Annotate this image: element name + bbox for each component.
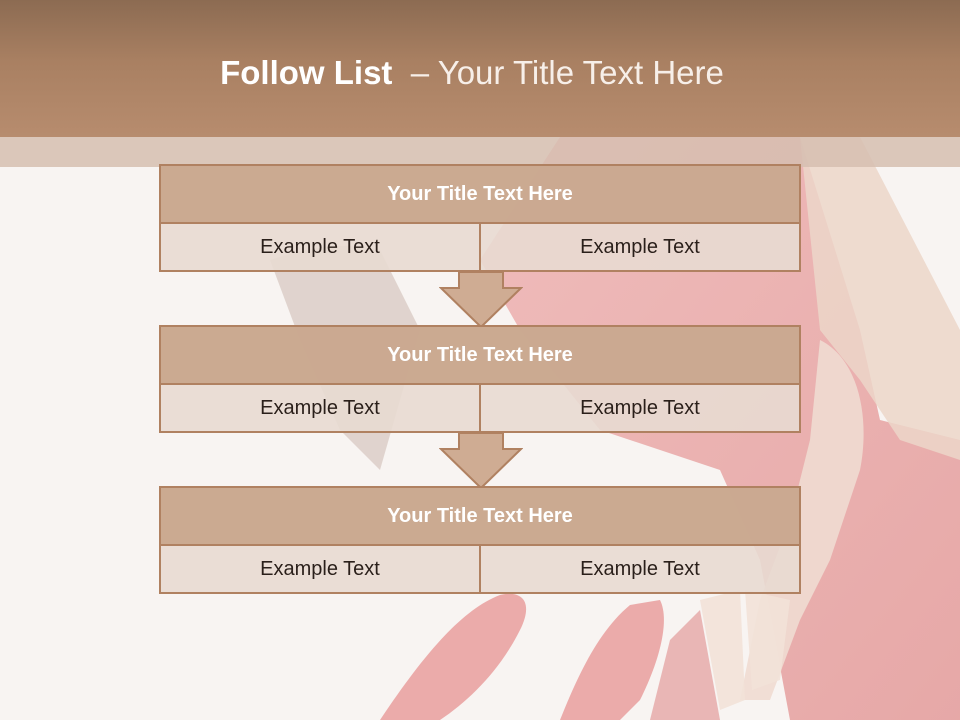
block-cell-right: Example Text [479, 385, 799, 431]
header-strip [0, 137, 960, 167]
title-rest: – Your Title Text Here [410, 54, 724, 91]
block-title: Your Title Text Here [161, 166, 799, 224]
block-row: Example Text Example Text [161, 385, 799, 431]
block-cell-left: Example Text [260, 397, 380, 419]
slide-title: Follow List – Your Title Text Here [0, 54, 944, 92]
block-cell-left: Example Text [260, 558, 380, 580]
block-cell-left: Example Text [260, 236, 380, 258]
list-block-3: Your Title Text Here Example Text Exampl… [159, 486, 801, 594]
block-title: Your Title Text Here [161, 327, 799, 385]
slide-header [0, 0, 960, 137]
list-block-2: Your Title Text Here Example Text Exampl… [159, 325, 801, 433]
down-arrow-icon [439, 433, 523, 489]
block-cell-right: Example Text [479, 224, 799, 270]
block-cell-right: Example Text [479, 546, 799, 592]
block-row: Example Text Example Text [161, 224, 799, 270]
block-row: Example Text Example Text [161, 546, 799, 592]
down-arrow-icon [439, 272, 523, 328]
list-block-1: Your Title Text Here Example Text Exampl… [159, 164, 801, 272]
block-title: Your Title Text Here [161, 488, 799, 546]
title-bold: Follow List [220, 54, 393, 91]
